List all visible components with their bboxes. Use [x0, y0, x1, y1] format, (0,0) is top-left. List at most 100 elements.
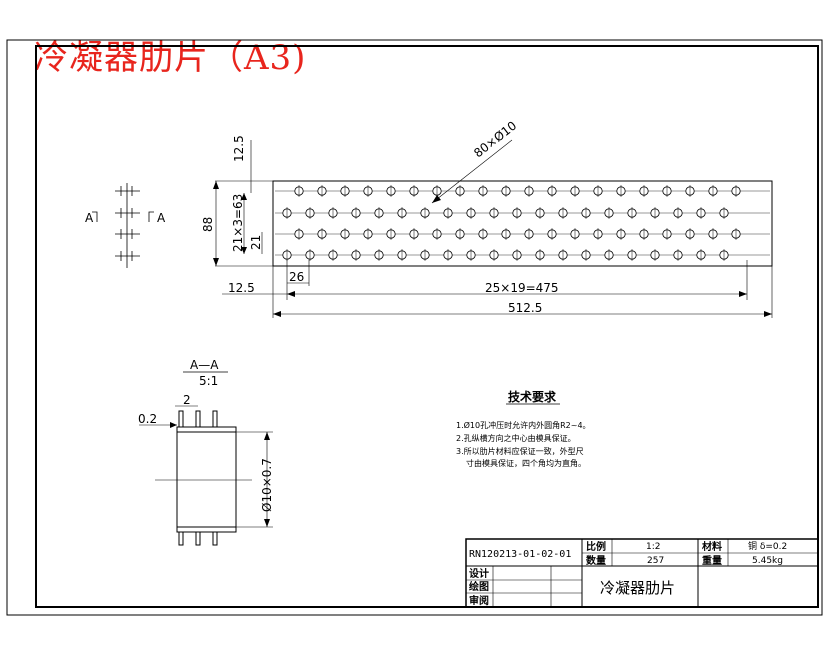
hole — [696, 207, 706, 219]
hole — [282, 207, 292, 219]
material-value: 铜 δ=0.2 — [748, 540, 787, 552]
review-label: 审阅 — [469, 594, 489, 607]
hole — [708, 228, 718, 240]
section-scale: 5:1 — [199, 374, 218, 388]
hole — [731, 228, 741, 240]
hole — [455, 228, 465, 240]
hole — [501, 185, 511, 197]
hole — [547, 185, 557, 197]
hole — [409, 228, 419, 240]
hole — [328, 207, 338, 219]
design-label: 设计 — [469, 567, 489, 580]
hole — [363, 185, 373, 197]
hole — [420, 249, 430, 261]
hole — [374, 249, 384, 261]
title-block: RN120213-01-02-01 比例 1:2 数量 257 材料 铜 δ=0… — [465, 538, 819, 608]
dim-row-spacing: 21×3=63 — [231, 194, 245, 252]
hole — [685, 185, 695, 197]
hole — [593, 228, 603, 240]
hole — [535, 249, 545, 261]
hole — [409, 185, 419, 197]
plan-view: 12.5 88 21×3=63 21 12.5 26 25×19=475 512… — [201, 119, 773, 318]
hole — [489, 207, 499, 219]
section-diameter: Ø10×0.7 — [260, 458, 274, 512]
hole — [673, 207, 683, 219]
hole — [363, 228, 373, 240]
hole — [627, 207, 637, 219]
hole — [719, 249, 729, 261]
tech-req-item-1: 1.Ø10孔冲压时允许内外圆角R2~4。 — [456, 420, 591, 430]
dim-top-offset: 12.5 — [232, 135, 246, 162]
hole — [305, 249, 315, 261]
tech-req-heading: 技术要求 — [508, 389, 557, 404]
side-view — [92, 183, 154, 268]
dim-hole-pitch: 25×19=475 — [485, 281, 559, 295]
hole — [317, 185, 327, 197]
section-mark-right: A — [157, 211, 166, 225]
hole — [696, 249, 706, 261]
hole — [673, 249, 683, 261]
hole — [478, 185, 488, 197]
hole — [374, 207, 384, 219]
inner-frame — [35, 45, 819, 608]
hole — [593, 185, 603, 197]
tech-req-item-3: 3.所以肋片材料应保证一致，外型尺 — [456, 446, 584, 456]
hole — [581, 249, 591, 261]
hole — [305, 207, 315, 219]
hole — [397, 207, 407, 219]
hole — [558, 207, 568, 219]
hole — [731, 185, 741, 197]
qty-value: 257 — [647, 556, 664, 566]
hole — [662, 228, 672, 240]
tech-req-item-2: 2.孔纵横方向之中心由模具保证。 — [456, 433, 576, 443]
section-view: A—A 5:1 — [138, 358, 274, 546]
hole — [340, 228, 350, 240]
tech-requirements: 技术要求 1.Ø10孔冲压时允许内外圆角R2~4。 2.孔纵横方向之中心由模具保… — [456, 389, 591, 468]
section-mark-left: A — [85, 211, 94, 225]
drawing-number: RN120213-01-02-01 — [469, 549, 571, 560]
dim-row-offset: 21 — [249, 235, 263, 250]
hole — [466, 207, 476, 219]
hole-pattern — [275, 185, 770, 261]
hole — [535, 207, 545, 219]
hole — [650, 249, 660, 261]
hole — [294, 228, 304, 240]
hole — [650, 207, 660, 219]
draft-label: 绘图 — [469, 580, 489, 593]
hole — [351, 207, 361, 219]
part-name: 冷凝器肋片 — [600, 579, 675, 597]
hole — [616, 185, 626, 197]
outer-frame — [6, 39, 823, 616]
hole — [570, 185, 580, 197]
hole — [719, 207, 729, 219]
hole — [708, 185, 718, 197]
hole — [524, 185, 534, 197]
hole — [466, 249, 476, 261]
weight-value: 5.45kg — [752, 556, 783, 566]
hole — [512, 207, 522, 219]
hole — [627, 249, 637, 261]
hole — [662, 185, 672, 197]
fin-plate-outline — [272, 180, 773, 267]
hole — [340, 185, 350, 197]
section-thickness: 0.2 — [138, 412, 157, 426]
hole — [616, 228, 626, 240]
hole — [328, 249, 338, 261]
hole — [558, 249, 568, 261]
hole — [604, 249, 614, 261]
hole — [489, 249, 499, 261]
scale-value: 1:2 — [646, 542, 660, 552]
dim-height: 88 — [201, 217, 215, 232]
hole — [512, 249, 522, 261]
scale-label: 比例 — [586, 540, 606, 553]
hole — [420, 207, 430, 219]
hole — [604, 207, 614, 219]
hole — [501, 228, 511, 240]
hole — [317, 228, 327, 240]
tech-req-item-4: 寸由模具保证，四个角均为直角。 — [466, 458, 586, 468]
drawing-title: 冷凝器肋片（A3) — [34, 38, 307, 78]
dim-left-offset: 12.5 — [228, 281, 255, 295]
hole — [455, 185, 465, 197]
hole — [443, 249, 453, 261]
hole — [282, 249, 292, 261]
